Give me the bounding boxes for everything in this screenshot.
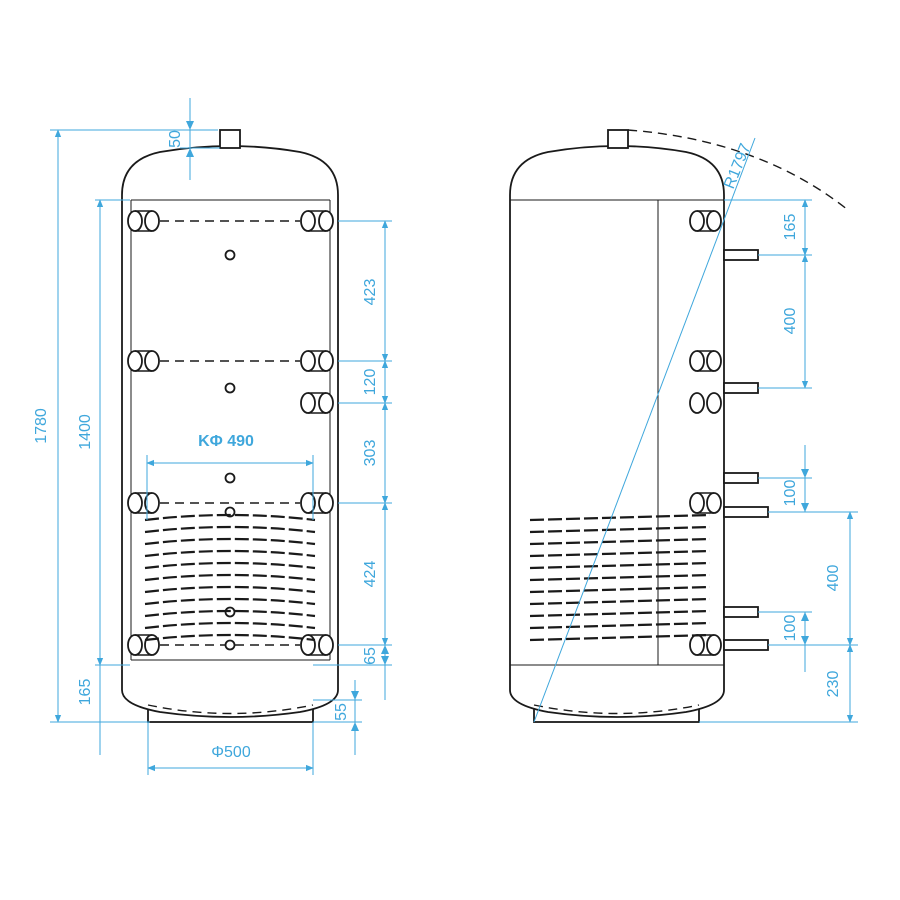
front-top-nozzle (219, 129, 241, 149)
front-left-ports (127, 210, 160, 656)
dim-1780: 1780 (33, 408, 50, 444)
dim-165-left: 165 (77, 679, 94, 706)
front-view-tank (121, 129, 339, 723)
dim-55: 55 (333, 703, 350, 721)
dim-423: 423 (362, 279, 379, 306)
dim-r100a: 100 (782, 480, 799, 507)
dim-424: 424 (362, 561, 379, 588)
dim-303: 303 (362, 440, 379, 467)
front-right-ports (300, 210, 334, 656)
dim-r100b: 100 (782, 615, 799, 642)
dim-50: 50 (167, 130, 184, 148)
dim-dia500: Φ500 (211, 744, 251, 761)
dim-r1797: R1797 (721, 141, 754, 191)
dim-r400b: 400 (825, 565, 842, 592)
front-dimensions: 1780 1400 165 50 423 120 303 424 65 (33, 98, 392, 775)
dim-120: 120 (362, 369, 379, 396)
front-coil (144, 513, 316, 642)
dim-r165: 165 (782, 214, 799, 241)
dim-r230: 230 (825, 671, 842, 698)
dim-k490: KΦ 490 (198, 433, 254, 450)
dim-1400: 1400 (77, 414, 94, 450)
dim-r400a: 400 (782, 308, 799, 335)
front-body (121, 145, 339, 718)
side-coil (529, 513, 711, 642)
side-stubs (723, 249, 769, 651)
dim-65: 65 (362, 647, 379, 665)
